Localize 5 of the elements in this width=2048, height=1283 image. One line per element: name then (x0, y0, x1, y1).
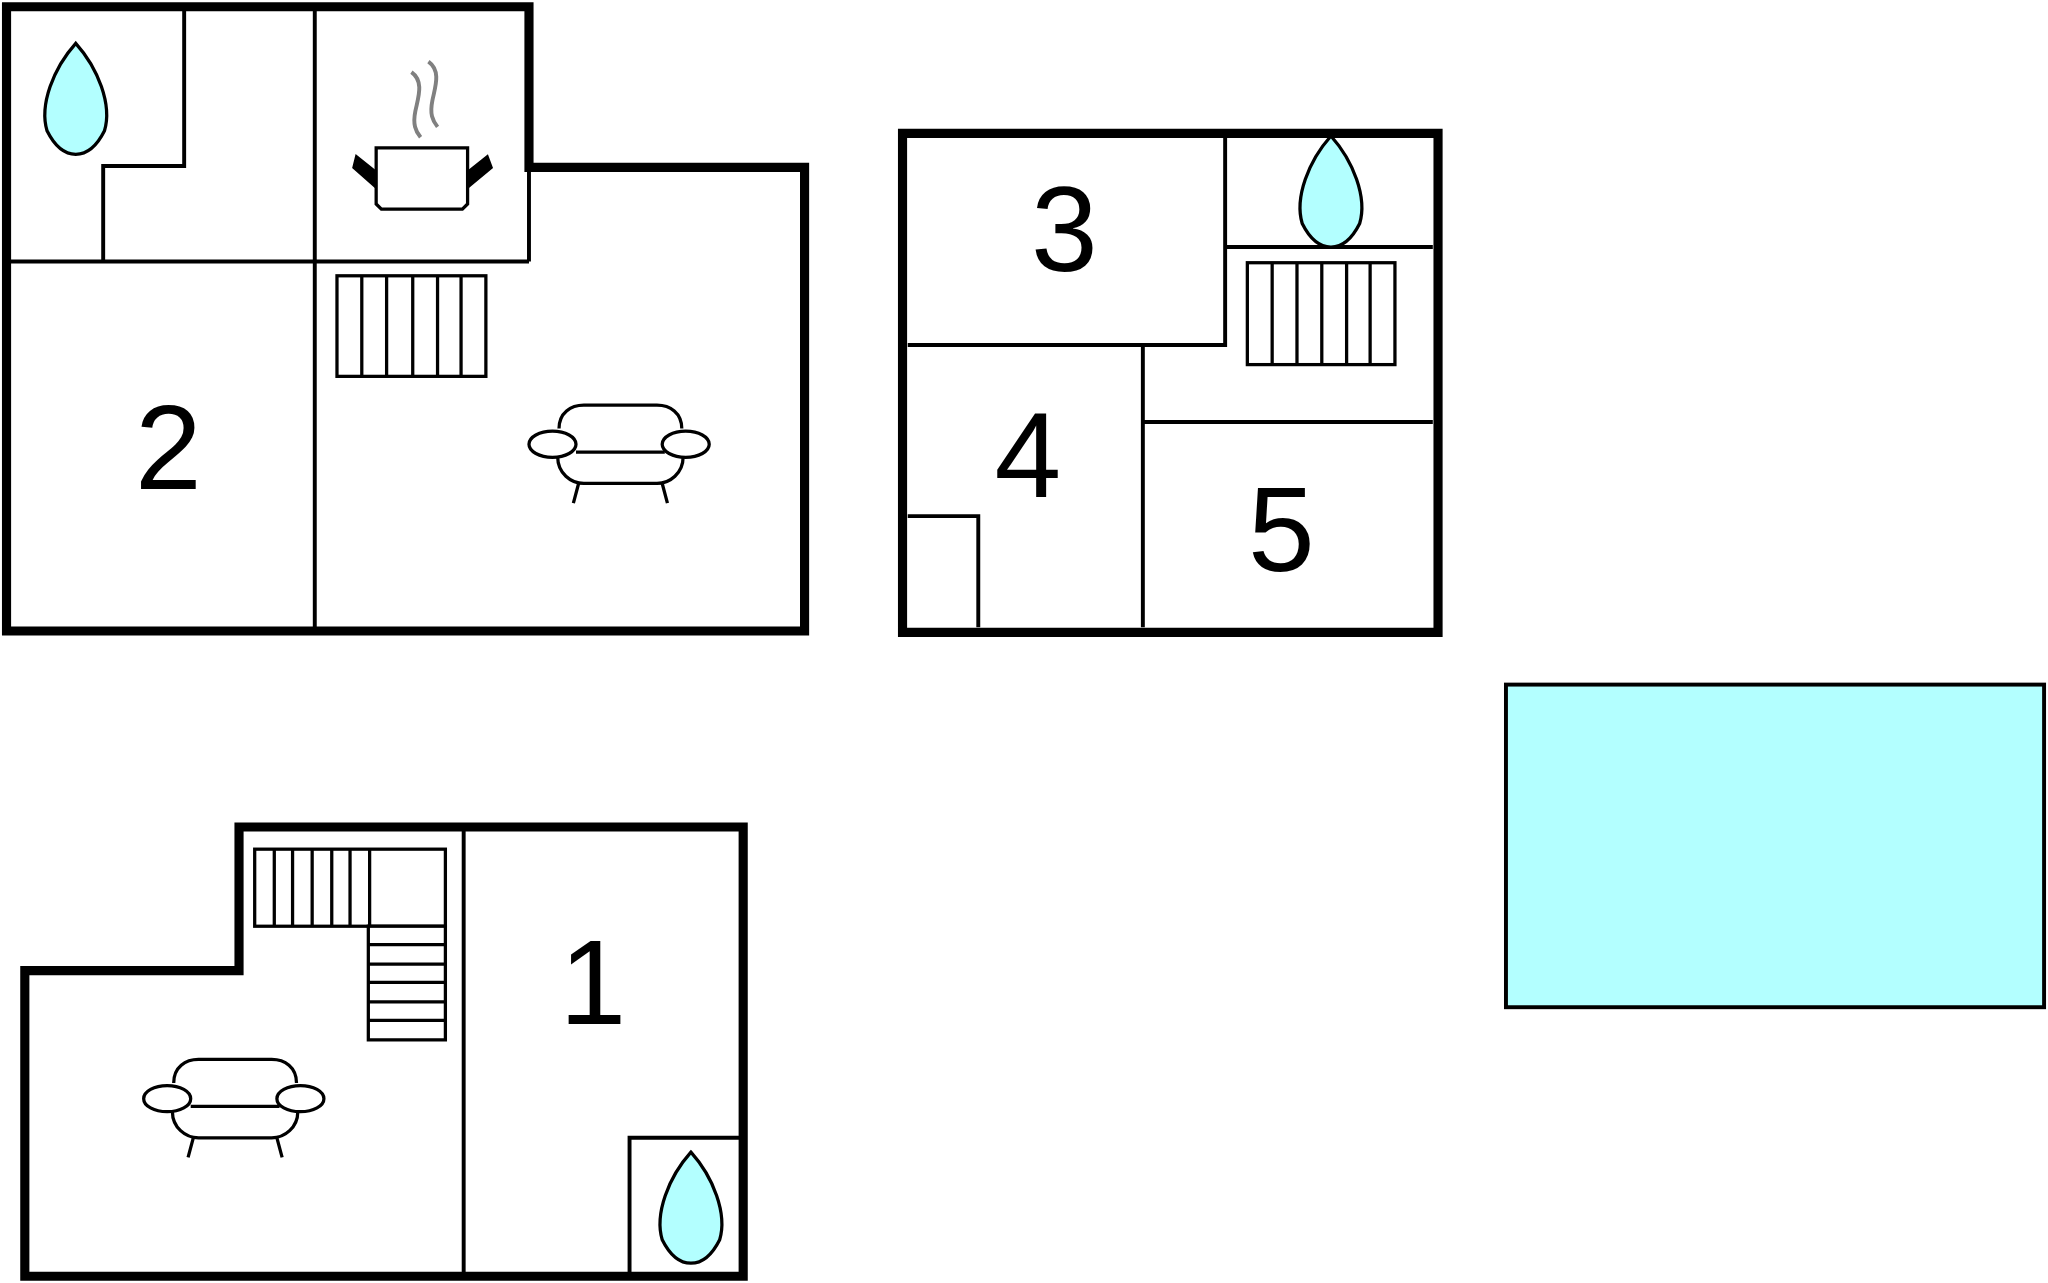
room-number: 1 (559, 922, 627, 1043)
room-number: 2 (135, 386, 202, 507)
room-number: 3 (1031, 168, 1098, 289)
room-number: 4 (994, 394, 1062, 515)
room-number: 5 (1247, 468, 1315, 589)
